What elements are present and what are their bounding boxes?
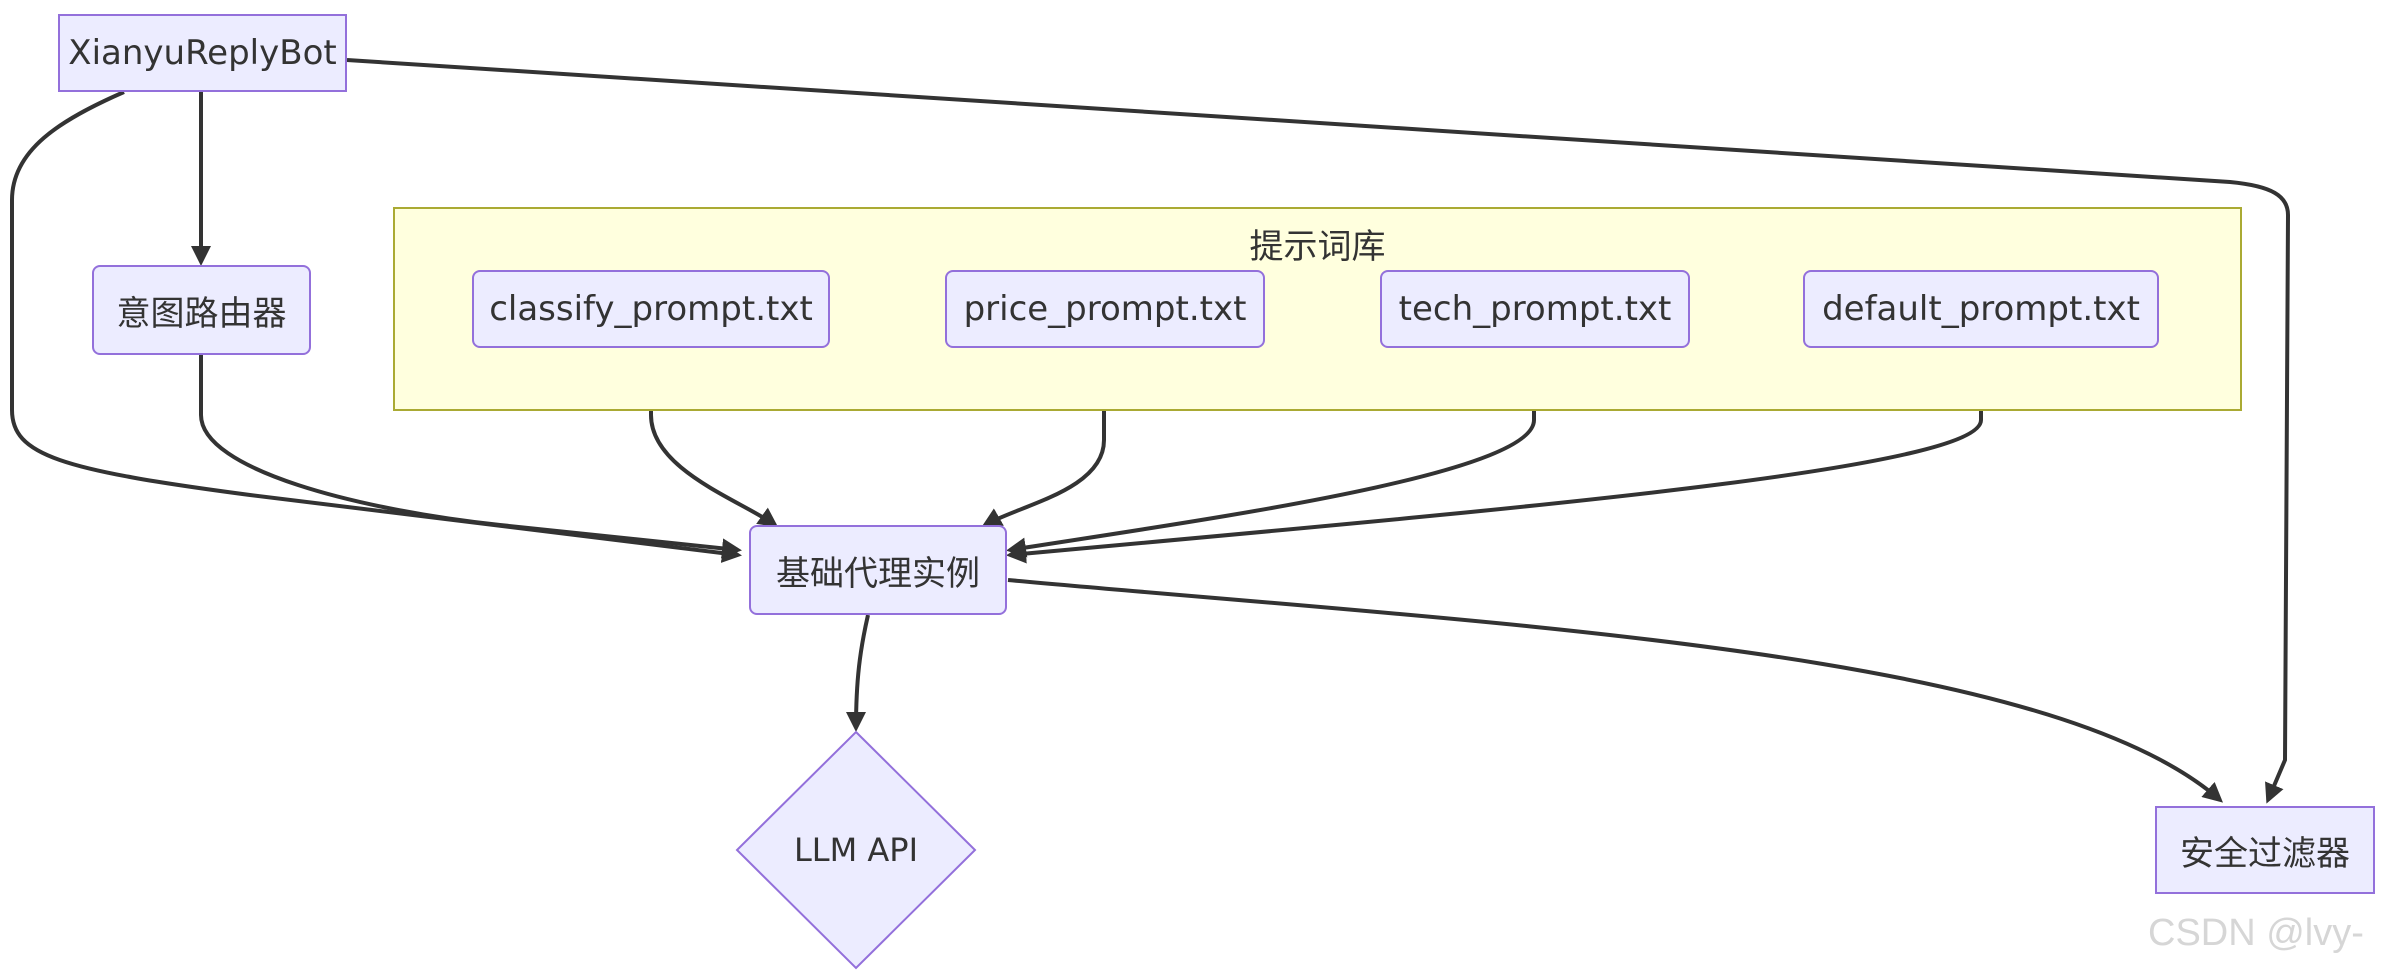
edge-classify-agent: [649, 348, 779, 528]
node-price-prompt[interactable]: price_prompt.txt: [945, 270, 1265, 348]
edge-agent-llm: [846, 614, 870, 732]
node-label: 意图路由器: [116, 293, 287, 334]
node-label: 基础代理实例: [776, 553, 980, 594]
edge-bot-agent: [10, 90, 742, 563]
watermark: CSDN @lvy-: [2148, 912, 2364, 954]
node-tech-prompt[interactable]: tech_prompt.txt: [1380, 270, 1690, 348]
edge-default-agent: [1006, 348, 1983, 564]
node-default-prompt[interactable]: default_prompt.txt: [1803, 270, 2159, 348]
edge-agent-filter: [1007, 578, 2224, 803]
edge-tech-agent: [1006, 348, 1536, 558]
node-label: 安全过滤器: [2180, 833, 2350, 874]
edge-router-agent: [199, 355, 742, 559]
edge-bot-filter: [346, 58, 2291, 804]
node-xianyu-reply-bot[interactable]: XianyuReplyBot: [58, 14, 347, 92]
node-label: XianyuReplyBot: [68, 33, 337, 73]
node-label: classify_prompt.txt: [489, 289, 813, 329]
cluster-label: 提示词库: [1249, 227, 1386, 267]
node-safety-filter[interactable]: 安全过滤器: [2155, 806, 2375, 894]
node-classify-prompt[interactable]: classify_prompt.txt: [472, 270, 830, 348]
node-label: tech_prompt.txt: [1398, 289, 1672, 329]
llm-api-diamond[interactable]: [735, 730, 977, 970]
node-base-agent-instance[interactable]: 基础代理实例: [749, 525, 1007, 615]
node-label: price_prompt.txt: [963, 289, 1247, 329]
node-intent-router[interactable]: 意图路由器: [92, 265, 311, 355]
edge-price-agent: [981, 348, 1106, 527]
node-label: default_prompt.txt: [1822, 289, 2140, 329]
llm-api-label: LLM API: [793, 831, 919, 869]
